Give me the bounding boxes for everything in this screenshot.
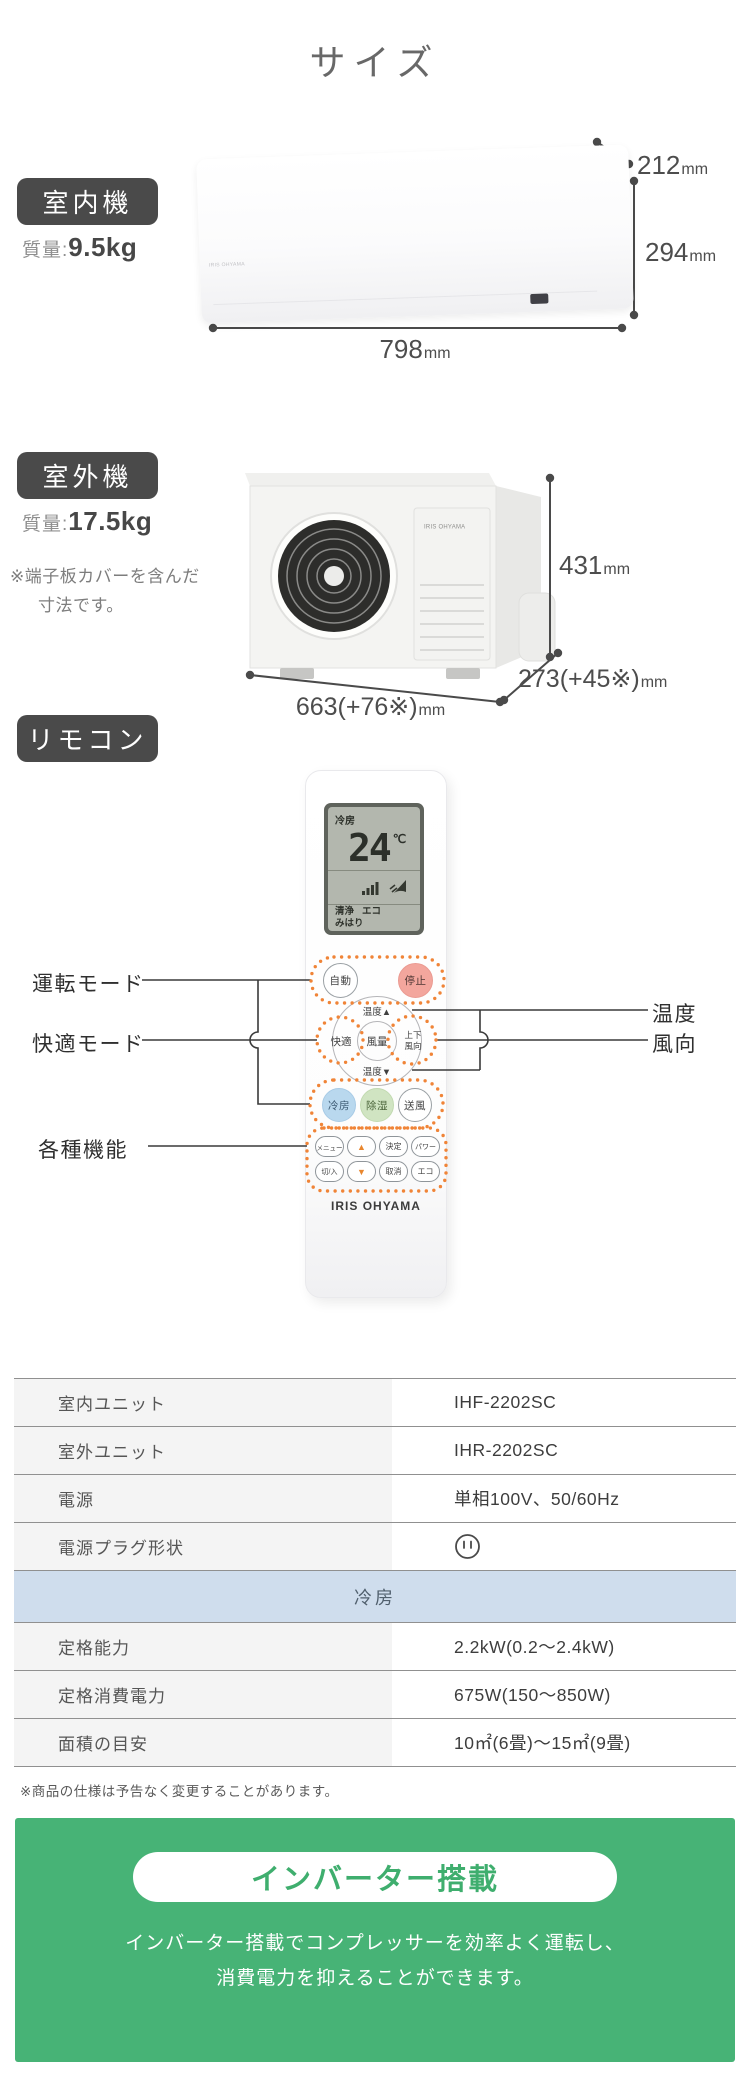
indoor-weight: 質量: 9.5kg [22, 232, 137, 263]
indoor-weight-label: 質量: [22, 240, 69, 261]
remote-up-button: ▲ [347, 1136, 376, 1157]
table-row: 電源 単相100V、50/60Hz [14, 1475, 736, 1523]
inverter-text-line1: インバーター搭載でコンプレッサーを効率よく運転し、 [125, 1933, 625, 1954]
table-row: 面積の目安 10㎡(6畳)〜15㎡(9畳) [14, 1719, 736, 1767]
spec-table: 室内ユニット IHF-2202SC 室外ユニット IHR-2202SC 電源 単… [14, 1378, 736, 1767]
outdoor-height-dimension: 431mm [559, 550, 631, 580]
inverter-badge: インバーター搭載 [133, 1852, 617, 1902]
remote-comfort-button: 快適 [330, 1036, 352, 1048]
outdoor-note-line1: ※端子板カバーを含んだ [10, 567, 200, 586]
indoor-unit-brand-logo: IRIS OHYAMA [208, 261, 245, 269]
remote-louver-button: 上下 風向 [404, 1030, 422, 1051]
lcd-icons-row [328, 871, 420, 903]
outdoor-depth-dimension: 273(+45※)mm [518, 665, 668, 693]
table-row: 定格消費電力 675W(150〜850W) [14, 1671, 736, 1719]
lcd-divider [328, 870, 420, 871]
remote-down-button: ▼ [347, 1161, 376, 1182]
indoor-weight-value: 9.5kg [68, 232, 138, 262]
indoor-section-badge: 室内機 [17, 178, 158, 225]
remote-section-badge: リモコン [17, 715, 158, 762]
remote-ok-button: 決定 [379, 1136, 408, 1157]
indoor-height-dimension: 294mm [645, 237, 717, 267]
lcd-mode-text: 冷房 [335, 816, 355, 827]
outdoor-dimension-lines [245, 473, 563, 707]
annotation-louver: 風向 [652, 1033, 697, 1056]
annotation-functions: 各種機能 [38, 1139, 128, 1162]
outdoor-unit-image [245, 473, 556, 679]
table-row: 定格能力 2.2kW(0.2〜2.4kW) [14, 1623, 736, 1671]
outdoor-weight: 質量: 17.5kg [22, 506, 152, 537]
signal-bars-icon [362, 881, 379, 895]
lcd-temp-unit: ℃ [392, 832, 407, 846]
remote-temp-up-button: 温度▲ [362, 1007, 392, 1018]
remote-cool-mode-button: 冷房 [322, 1088, 356, 1122]
outdoor-width-dimension: 663(+76※)mm [295, 693, 446, 721]
remote-eco-button: エコ [411, 1161, 440, 1182]
remote-menu-button: メニュー [315, 1136, 344, 1157]
remote-timer-button: 切/入 [315, 1161, 344, 1182]
lcd-status-text: 清浄エコ みはり [335, 906, 382, 929]
remote-stop-button: 停止 [398, 963, 433, 998]
page-title: サイズ [309, 42, 441, 83]
remote-brand-logo: IRIS OHYAMA [331, 1199, 421, 1213]
indoor-depth-dimension: 212mm [637, 150, 709, 180]
remote-cancel-button: 取消 [379, 1161, 408, 1182]
annotation-operation-mode: 運転モード [32, 973, 145, 996]
remote-power-button: パワー [411, 1136, 440, 1157]
table-row: 電源プラグ形状 [14, 1523, 736, 1571]
outdoor-note-line2: 寸法です。 [38, 596, 124, 615]
annotation-comfort-mode: 快適モード [32, 1033, 145, 1056]
table-section-header: 冷房 [14, 1571, 736, 1623]
power-plug-icon [455, 1534, 480, 1559]
indoor-unit-display-window [530, 293, 549, 305]
outdoor-weight-label: 質量: [22, 514, 69, 535]
remote-dry-mode-button: 除湿 [360, 1088, 394, 1122]
remote-auto-button: 自動 [323, 963, 358, 998]
remote-fan-button: 風量 [357, 1021, 397, 1061]
annotation-temperature: 温度 [652, 1003, 697, 1026]
remote-control-image: 冷房 24℃ [305, 770, 447, 1298]
remote-fan-mode-button: 送風 [398, 1088, 432, 1122]
spec-disclaimer: ※商品の仕様は予告なく変更することがあります。 [20, 1784, 339, 1799]
remote-lcd: 冷房 24℃ [324, 803, 424, 935]
table-row: 室外ユニット IHR-2202SC [14, 1427, 736, 1475]
inverter-text-line2: 消費電力を抑えることができます。 [216, 1968, 534, 1989]
outdoor-unit-brand-logo: IRIS OHYAMA [424, 524, 466, 530]
table-row: 室内ユニット IHF-2202SC [14, 1379, 736, 1427]
remote-lcd-screen: 冷房 24℃ [328, 807, 420, 931]
outdoor-weight-value: 17.5kg [68, 506, 153, 536]
indoor-width-dimension: 798mm [379, 334, 451, 364]
indoor-unit-image: IRIS OHYAMA [196, 144, 634, 324]
inverter-banner: インバーター搭載 インバーター搭載でコンプレッサーを効率よく運転し、 消費電力を… [15, 1818, 735, 2062]
outdoor-section-badge: 室外機 [17, 452, 158, 499]
remote-temp-down-button: 温度▼ [362, 1067, 392, 1078]
lcd-divider [328, 904, 420, 905]
swing-louver-icon [389, 880, 406, 893]
lcd-temperature: 24℃ [348, 826, 407, 870]
